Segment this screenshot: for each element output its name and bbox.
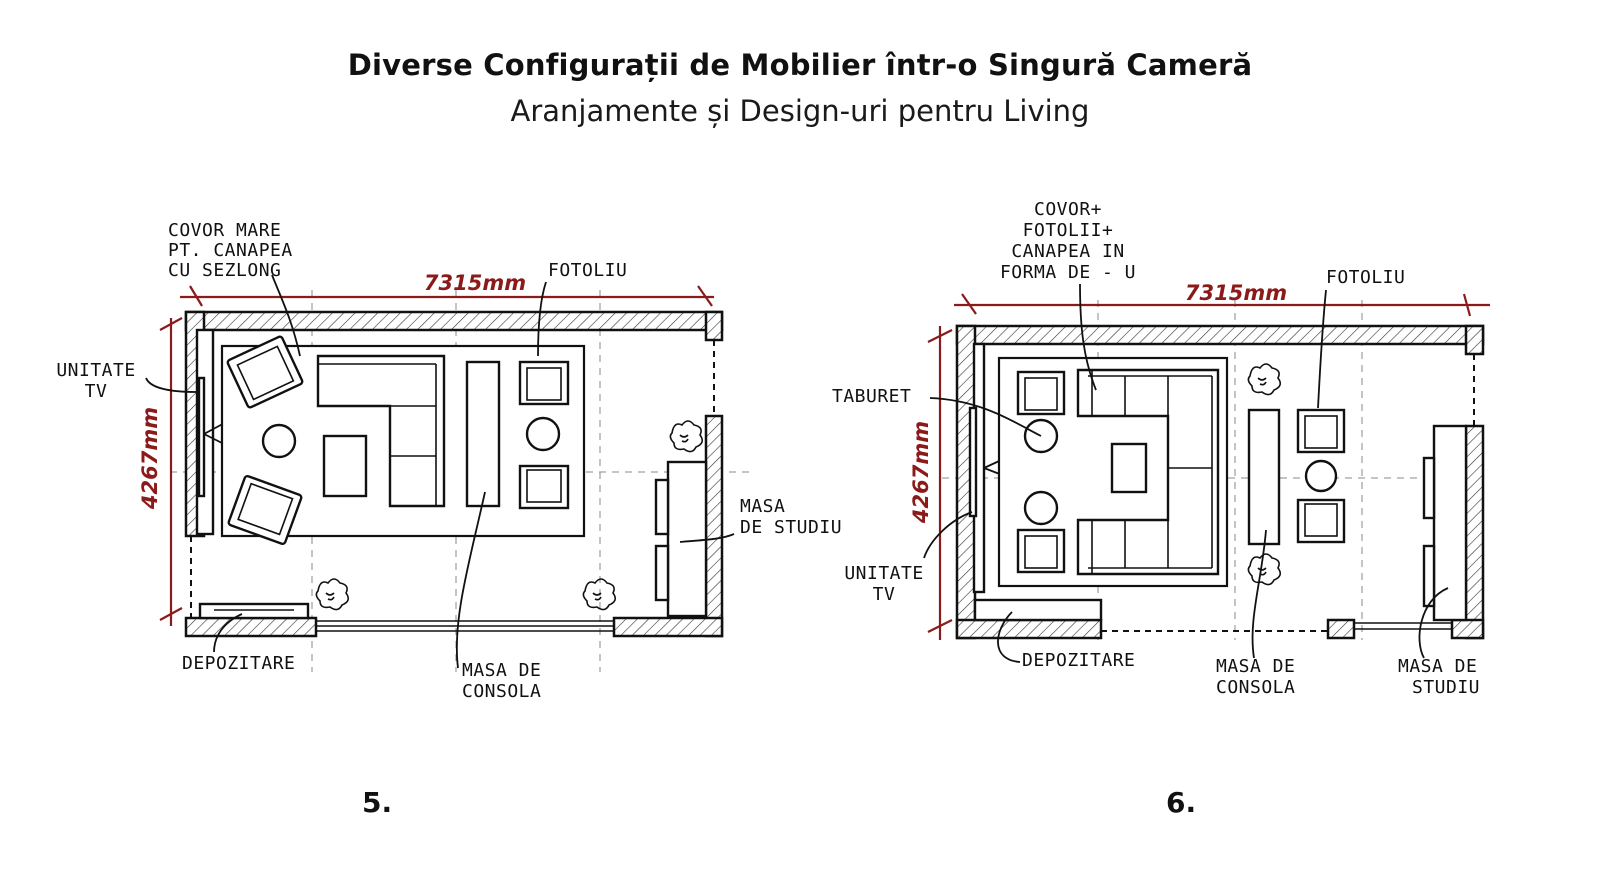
plan5-console-table — [465, 360, 501, 508]
plan5-label-tv-1: UNITATE — [56, 360, 135, 381]
plan6-storage — [973, 598, 1103, 622]
plan5-plant-window-left — [315, 578, 350, 611]
plan5-plant-desk — [669, 420, 704, 453]
plan6-label-tv-2: TV — [873, 584, 896, 605]
plan5-coffee-table — [322, 434, 368, 498]
plan6-armchair-right-bottom — [1296, 498, 1346, 544]
plan6-armchair-top-left — [1016, 370, 1066, 416]
plan6-armchair-right-top — [1296, 408, 1346, 454]
plan5-armchair-right-top — [518, 360, 570, 406]
plan6-tv-unit — [968, 342, 1011, 594]
plan5-study-desk — [654, 460, 708, 618]
plan5-armchair-bottom — [227, 474, 303, 546]
plan6-side-table — [1304, 459, 1338, 493]
plan5-width-dimension: 7315mm — [424, 271, 526, 295]
plan5-armchair-right-bottom — [518, 464, 570, 510]
plan5-label-rug-3: CU SEZLONG — [168, 260, 281, 281]
plan6-label-rug-4: FORMA DE - U — [1000, 262, 1136, 283]
plan5-label-console-2: CONSOLA — [462, 681, 541, 702]
plan5-storage — [198, 602, 310, 620]
plan5-label-console-1: MASA DE — [462, 660, 541, 681]
plan5-label-desk-1: MASA — [740, 496, 785, 517]
plan5-l-sofa — [316, 354, 446, 508]
plan5-side-table — [525, 416, 561, 452]
plan6-plant-top — [1247, 363, 1282, 396]
plan-5: 7315mm 4267mm — [56, 220, 842, 702]
page-title: Diverse Configurații de Mobilier într-o … — [347, 48, 1253, 82]
plan5-ottoman — [261, 423, 297, 459]
plan6-coffee-table — [1110, 442, 1148, 494]
plan6-study-desk — [1422, 424, 1468, 622]
plan6-label-storage: DEPOZITARE — [1022, 650, 1135, 671]
plan5-leader-lines — [145, 274, 735, 669]
plan6-leader-lines — [923, 283, 1449, 663]
plan5-dimensions: 7315mm 4267mm — [138, 271, 714, 626]
plan-6: 7315mm 4267mm — [832, 199, 1490, 698]
plan6-width-dimension: 7315mm — [1185, 281, 1287, 305]
plan6-dimensions: 7315mm 4267mm — [909, 281, 1490, 640]
plan5-height-dimension: 4267mm — [138, 407, 162, 510]
plan6-label-desk-1: MASA DE — [1398, 656, 1477, 677]
plan6-u-sofa — [1076, 368, 1220, 576]
plan5-number: 5. — [362, 786, 393, 819]
header: Diverse Configurații de Mobilier într-o … — [0, 48, 1600, 128]
plan5-plant-window-right — [582, 578, 617, 611]
plan6-label-tv-1: UNITATE — [844, 563, 923, 584]
plan6-armchair-bottom-left — [1016, 528, 1066, 574]
plan5-label-desk-2: DE STUDIU — [740, 517, 842, 538]
plan5-label-storage: DEPOZITARE — [182, 653, 295, 674]
plan6-label-ottoman: TABURET — [832, 386, 911, 407]
plan6-label-desk-2: STUDIU — [1412, 677, 1480, 698]
plan6-plant-bottom — [1247, 553, 1282, 586]
plan5-label-tv-2: TV — [85, 381, 108, 402]
plan6-number: 6. — [1166, 786, 1197, 819]
plan5-armchair-top — [226, 335, 304, 409]
plan5-tv-unit — [195, 328, 233, 536]
plan6-label-rug-3: CANAPEA IN — [1011, 241, 1124, 262]
page-subtitle: Aranjamente și Design-uri pentru Living — [510, 94, 1090, 128]
plan6-label-console-1: MASA DE — [1216, 656, 1295, 677]
plan6-console-table — [1247, 408, 1281, 546]
plan6-ottoman-bottom — [1023, 490, 1059, 526]
plan6-label-console-2: CONSOLA — [1216, 677, 1295, 698]
plan5-label-rug-1: COVOR MARE — [168, 220, 281, 241]
plan5-label-armchair: FOTOLIU — [548, 260, 627, 281]
plan5-label-rug-2: PT. CANAPEA — [168, 240, 293, 261]
plan6-label-rug-2: FOTOLII+ — [1023, 220, 1114, 241]
plan6-label-armchair: FOTOLIU — [1326, 267, 1405, 288]
plan6-label-rug-1: COVOR+ — [1034, 199, 1102, 220]
plan6-height-dimension: 4267mm — [909, 421, 933, 524]
